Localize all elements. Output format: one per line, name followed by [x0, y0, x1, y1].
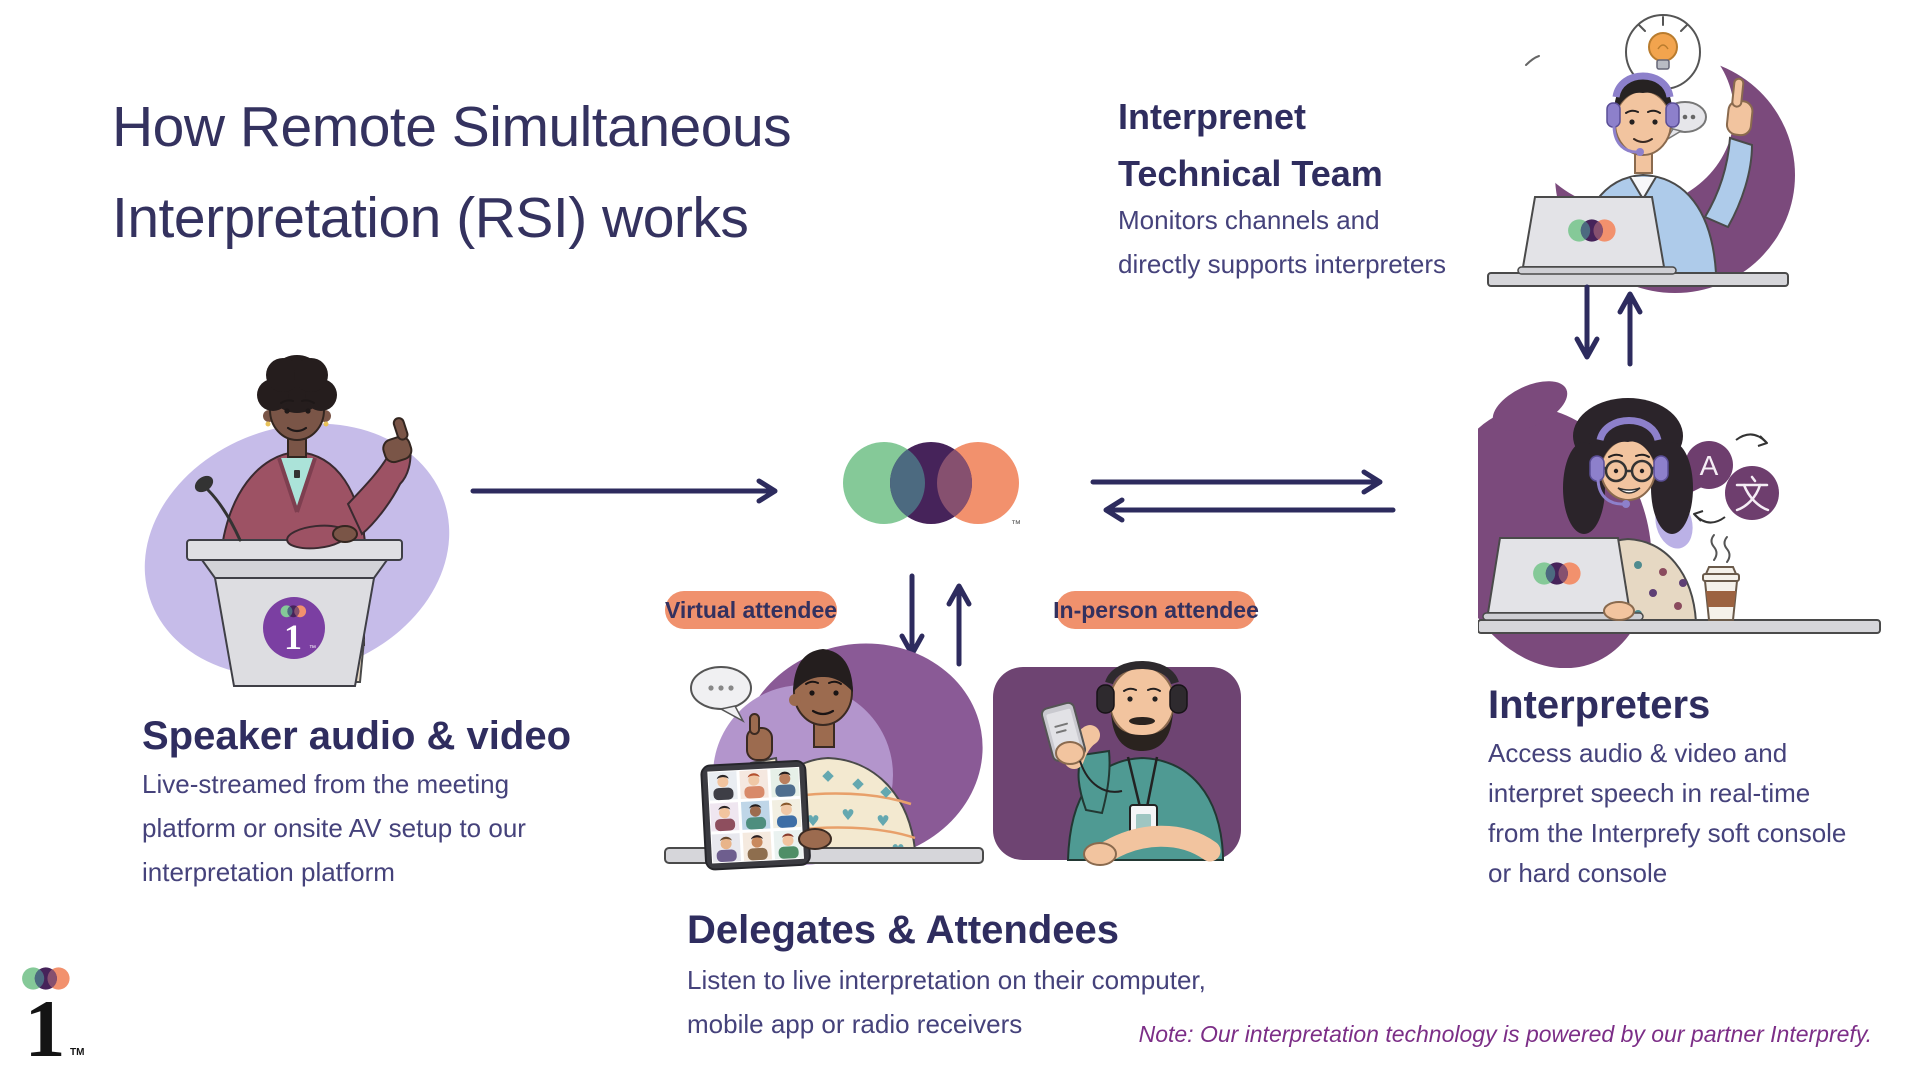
svg-text:♥: ♥ — [806, 812, 819, 830]
arrow-speaker-to-platform — [470, 478, 778, 504]
svg-text:♥: ♥ — [876, 812, 889, 830]
headphones-icon — [1096, 661, 1188, 714]
arrow-interpreters-to-platform — [1103, 497, 1396, 523]
virtual-attendee-illustration: ◆◆◆◆ ♥♥♥ ◆◆♥ — [664, 643, 984, 871]
interpreter-illustration: A — [1478, 381, 1881, 668]
podium-logo-glyph: 1 — [284, 617, 302, 657]
translation-icon: A — [1682, 433, 1779, 524]
speaker-figure — [218, 355, 413, 568]
interpreters-heading: Interpreters — [1488, 683, 1711, 727]
beard — [1111, 707, 1173, 751]
speaker-illustration: 1 ™ — [144, 355, 450, 687]
headset-icon — [1589, 417, 1669, 508]
delegates-heading: Delegates & Attendees — [687, 908, 1119, 952]
technical-team-illustration — [1487, 14, 1795, 293]
in-person-attendee-label: In-person attendee — [1053, 596, 1259, 623]
svg-text:◆: ◆ — [822, 766, 834, 784]
delegates-body: Listen to live interpretation on their c… — [687, 965, 1206, 1039]
thumbs-up-hand — [382, 417, 413, 464]
speaker-body: Live-streamed from the meeting platform … — [142, 769, 526, 887]
microphone-icon — [194, 475, 242, 542]
technical-team-body: Monitors channels and directly supports … — [1118, 205, 1447, 279]
in-person-attendee-illustration — [993, 661, 1241, 866]
coffee-cup-icon — [1702, 534, 1740, 621]
svg-text:◆: ◆ — [852, 774, 864, 792]
podium: 1 ™ — [186, 539, 403, 687]
platform-logo-tm: ™ — [1011, 519, 1021, 530]
lightbulb-thought-bubble — [1625, 14, 1701, 99]
headset-icon — [1606, 72, 1680, 156]
speaker-heading: Speaker audio & video — [142, 714, 572, 758]
tablet-video-call — [700, 760, 811, 871]
virtual-attendee-badge: Virtual attendee — [665, 591, 837, 629]
svg-text:♥: ♥ — [841, 806, 854, 824]
page-title: How Remote Simultaneous Interpretation (… — [112, 95, 792, 250]
footer-logo-tm: TM — [70, 1047, 84, 1058]
virtual-attendee-label: Virtual attendee — [664, 596, 838, 623]
interprenet-footer-logo: 1 TM — [18, 962, 84, 1072]
in-person-attendee-badge: In-person attendee — [1053, 591, 1259, 629]
in-person-attendee-figure — [1040, 661, 1224, 866]
arrow-platform-to-interpreters — [1090, 469, 1383, 495]
speech-dots-icon — [690, 666, 752, 723]
afro-hair — [257, 355, 337, 413]
podium-logo-tm: ™ — [309, 645, 316, 652]
svg-text:◆: ◆ — [880, 782, 892, 800]
desk — [1478, 619, 1881, 634]
laptop-icon — [1482, 537, 1644, 621]
footer-logo-glyph: 1 — [25, 983, 66, 1072]
platform-logo: ™ — [839, 433, 1021, 530]
arrows-techteam-interpreters — [1574, 284, 1643, 367]
interpreters-body: Access audio & video and interpret speec… — [1488, 738, 1847, 888]
latin-letter: A — [1700, 450, 1719, 481]
cjk-character — [1735, 475, 1770, 512]
technical-team-heading: Interprenet Technical Team — [1118, 96, 1383, 194]
laptop-icon — [1517, 196, 1677, 275]
footer-note: Note: Our interpretation technology is p… — [1138, 1021, 1872, 1047]
